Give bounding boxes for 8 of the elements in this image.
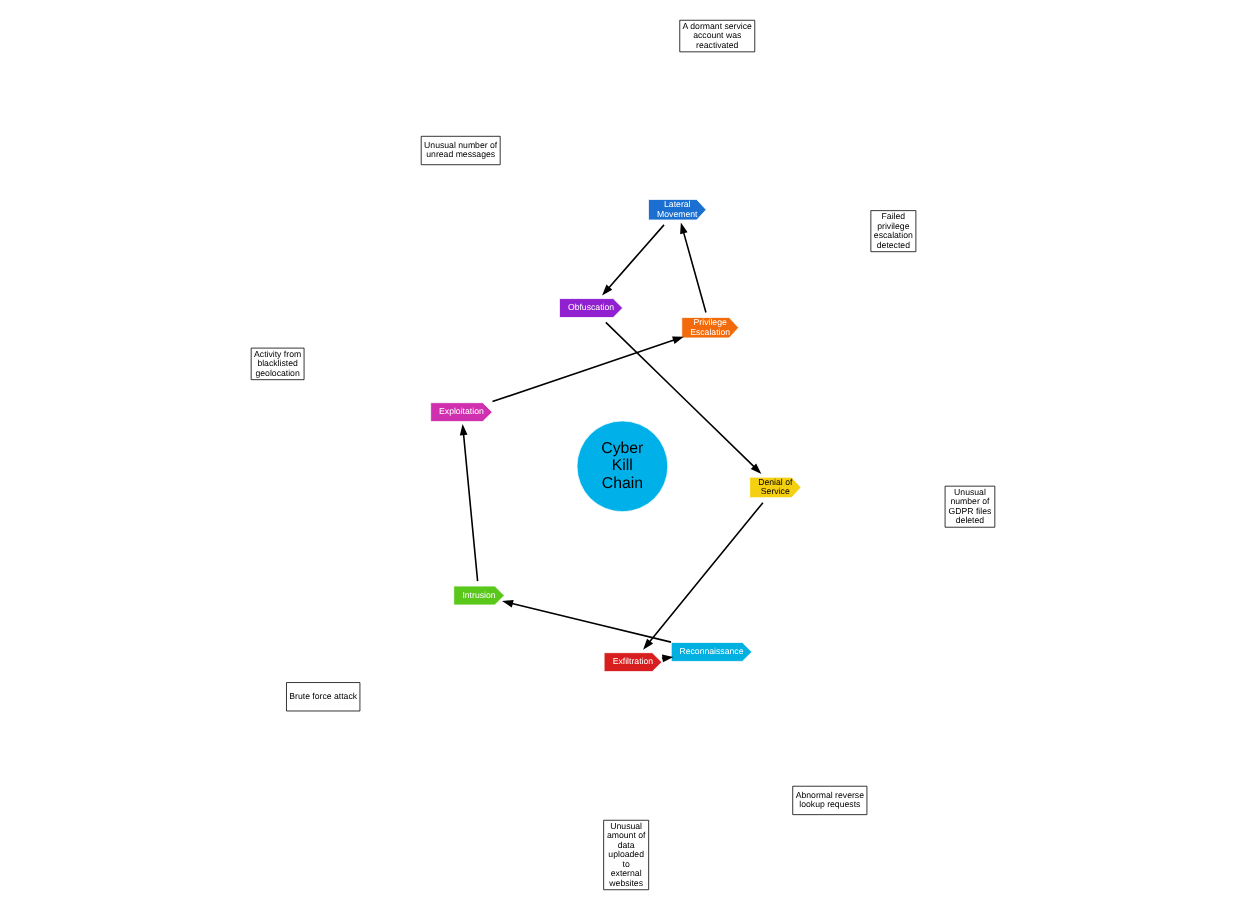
arrow [605,321,762,474]
arrow [680,222,707,314]
arrow [602,224,665,296]
node-circle: Cyber Kill Chain [576,420,669,513]
arrow [502,599,672,643]
arrow [643,501,764,650]
arrow [491,336,684,403]
arrow [459,424,479,582]
